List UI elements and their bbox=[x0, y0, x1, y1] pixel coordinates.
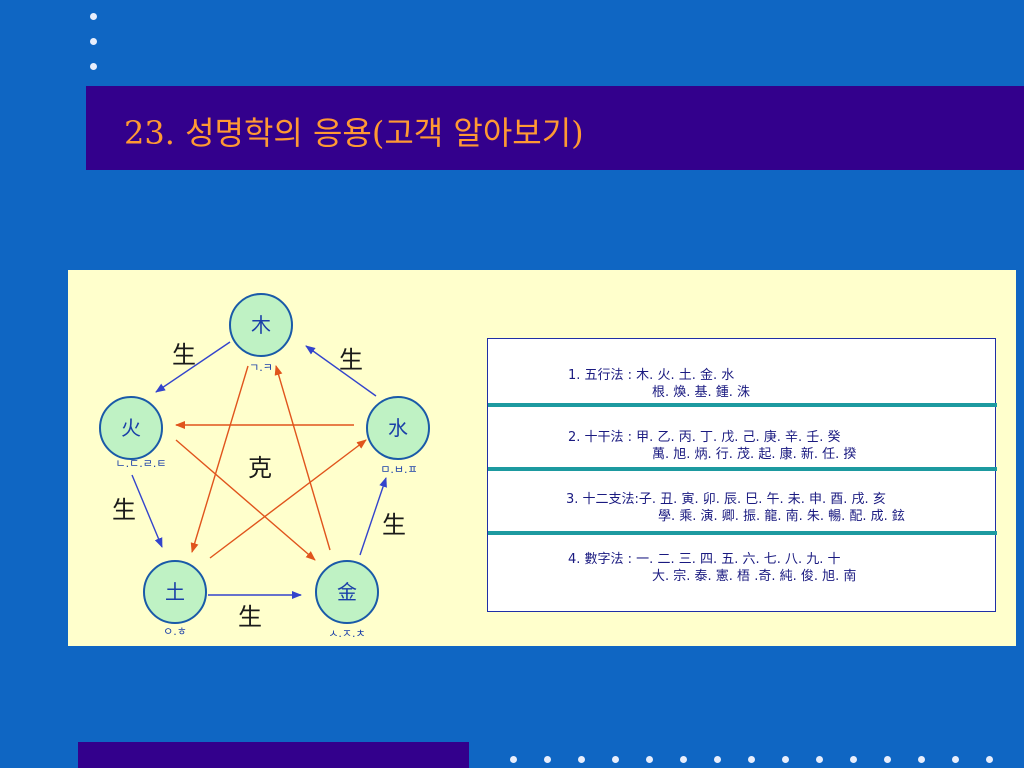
generate-arrow-water-wood bbox=[305, 345, 377, 397]
legend-line1: 4. 數字法 : 一. 二. 三. 四. 五. 六. 七. 八. 九. 十 bbox=[568, 552, 841, 567]
decor-dot bbox=[952, 756, 959, 763]
element-label-fire: 火 bbox=[121, 416, 141, 440]
decor-dot bbox=[90, 13, 97, 20]
generate-arrow-fire-earth bbox=[131, 474, 163, 548]
decor-dot bbox=[510, 756, 517, 763]
consonants-metal: ㅅ.ㅈ.ㅊ bbox=[328, 627, 365, 640]
decor-dot bbox=[850, 756, 857, 763]
naming-method-legend: 1. 五行法 : 木. 火. 土. 金. 水 根. 煥. 基. 鍾. 洙 2. … bbox=[487, 338, 997, 612]
generate-label: 生 bbox=[172, 341, 196, 369]
legend-line1: 1. 五行法 : 木. 火. 土. 金. 水 bbox=[568, 368, 735, 383]
generate-label: 生 bbox=[339, 346, 363, 374]
control-label: 克 bbox=[248, 454, 272, 482]
decor-dot bbox=[90, 63, 97, 70]
element-node-metal bbox=[315, 560, 379, 624]
title-bar: 23. 성명학의 응용(고객 알아보기) bbox=[86, 86, 1024, 170]
legend-line1: 3. 十二支法:子. 丑. 寅. 卯. 辰. 巳. 午. 未. 申. 酉. 戌.… bbox=[566, 492, 886, 507]
decor-dot bbox=[714, 756, 721, 763]
decor-dot bbox=[748, 756, 755, 763]
legend-line2: 大. 宗. 泰. 憲. 梧 .奇. 純. 俊. 旭. 南 bbox=[652, 569, 857, 584]
control-arrow-fire-metal bbox=[175, 439, 316, 561]
decor-dot bbox=[918, 756, 925, 763]
decor-dot bbox=[986, 756, 993, 763]
consonants-earth: ㅇ.ㅎ bbox=[163, 625, 187, 638]
consonants-fire: ㄴ.ㄷ.ㄹ.ㅌ bbox=[116, 457, 167, 470]
footer-bar bbox=[78, 742, 469, 768]
control-arrow-earth-water bbox=[209, 439, 367, 559]
control-arrow-wood-earth bbox=[190, 365, 249, 553]
legend-line2: 萬. 旭. 炳. 行. 茂. 起. 康. 新. 任. 揆 bbox=[652, 447, 857, 462]
decor-dot bbox=[646, 756, 653, 763]
decor-dot bbox=[680, 756, 687, 763]
legend-item-ten-stems: 2. 十干法 : 甲. 乙. 丙. 丁. 戊. 己. 庚. 辛. 壬. 癸 萬.… bbox=[568, 429, 856, 463]
decor-dot bbox=[816, 756, 823, 763]
generate-arrow-wood-fire bbox=[155, 341, 231, 393]
legend-item-twelve-branches: 3. 十二支法:子. 丑. 寅. 卯. 辰. 巳. 午. 未. 申. 酉. 戌.… bbox=[566, 491, 905, 525]
generate-label: 生 bbox=[382, 511, 406, 539]
element-label-wood: 木 bbox=[251, 313, 271, 337]
decor-dot bbox=[544, 756, 551, 763]
consonants-water: ㅁ.ㅂ.ㅍ bbox=[380, 463, 417, 476]
element-node-earth bbox=[143, 560, 207, 624]
legend-line1: 2. 十干法 : 甲. 乙. 丙. 丁. 戊. 己. 庚. 辛. 壬. 癸 bbox=[568, 430, 841, 445]
element-node-water bbox=[366, 396, 430, 460]
legend-item-numbers: 4. 數字法 : 一. 二. 三. 四. 五. 六. 七. 八. 九. 十 大.… bbox=[568, 551, 856, 585]
content-panel: 木 火 水 土 金 ㄱ.ㅋ ㄴ.ㄷ.ㄹ.ㅌ ㅁ.ㅂ.ㅍ ㅇ.ㅎ ㅅ.ㅈ.ㅊ 生 … bbox=[68, 270, 1016, 646]
legend-separator bbox=[488, 467, 997, 471]
decor-dot bbox=[782, 756, 789, 763]
five-elements-diagram: 木 火 水 土 金 ㄱ.ㅋ ㄴ.ㄷ.ㄹ.ㅌ ㅁ.ㅂ.ㅍ ㅇ.ㅎ ㅅ.ㅈ.ㅊ 生 … bbox=[99, 293, 430, 640]
generate-arrow-metal-water bbox=[359, 477, 387, 556]
element-node-fire bbox=[99, 396, 163, 460]
consonants-wood: ㄱ.ㅋ bbox=[249, 361, 273, 374]
legend-line2: 學. 乘. 演. 卿. 振. 龍. 南. 朱. 暢. 配. 成. 鉉 bbox=[658, 509, 905, 524]
legend-separator bbox=[488, 531, 997, 535]
control-arrow-metal-wood bbox=[274, 365, 331, 551]
generate-label: 生 bbox=[112, 496, 136, 524]
legend-line2: 根. 煥. 基. 鍾. 洙 bbox=[652, 385, 751, 400]
legend-separator bbox=[488, 403, 997, 407]
legend-item-five-elements: 1. 五行法 : 木. 火. 土. 金. 水 根. 煥. 基. 鍾. 洙 bbox=[568, 367, 750, 401]
element-label-earth: 土 bbox=[165, 580, 185, 604]
decor-dot bbox=[578, 756, 585, 763]
slide-title: 23. 성명학의 응용(고객 알아보기) bbox=[124, 114, 584, 152]
generate-label: 生 bbox=[238, 603, 262, 631]
decor-dot bbox=[90, 38, 97, 45]
element-label-metal: 金 bbox=[337, 580, 357, 604]
decor-dot bbox=[884, 756, 891, 763]
decor-dot bbox=[612, 756, 619, 763]
element-label-water: 水 bbox=[388, 416, 408, 440]
element-node-wood bbox=[229, 293, 293, 357]
